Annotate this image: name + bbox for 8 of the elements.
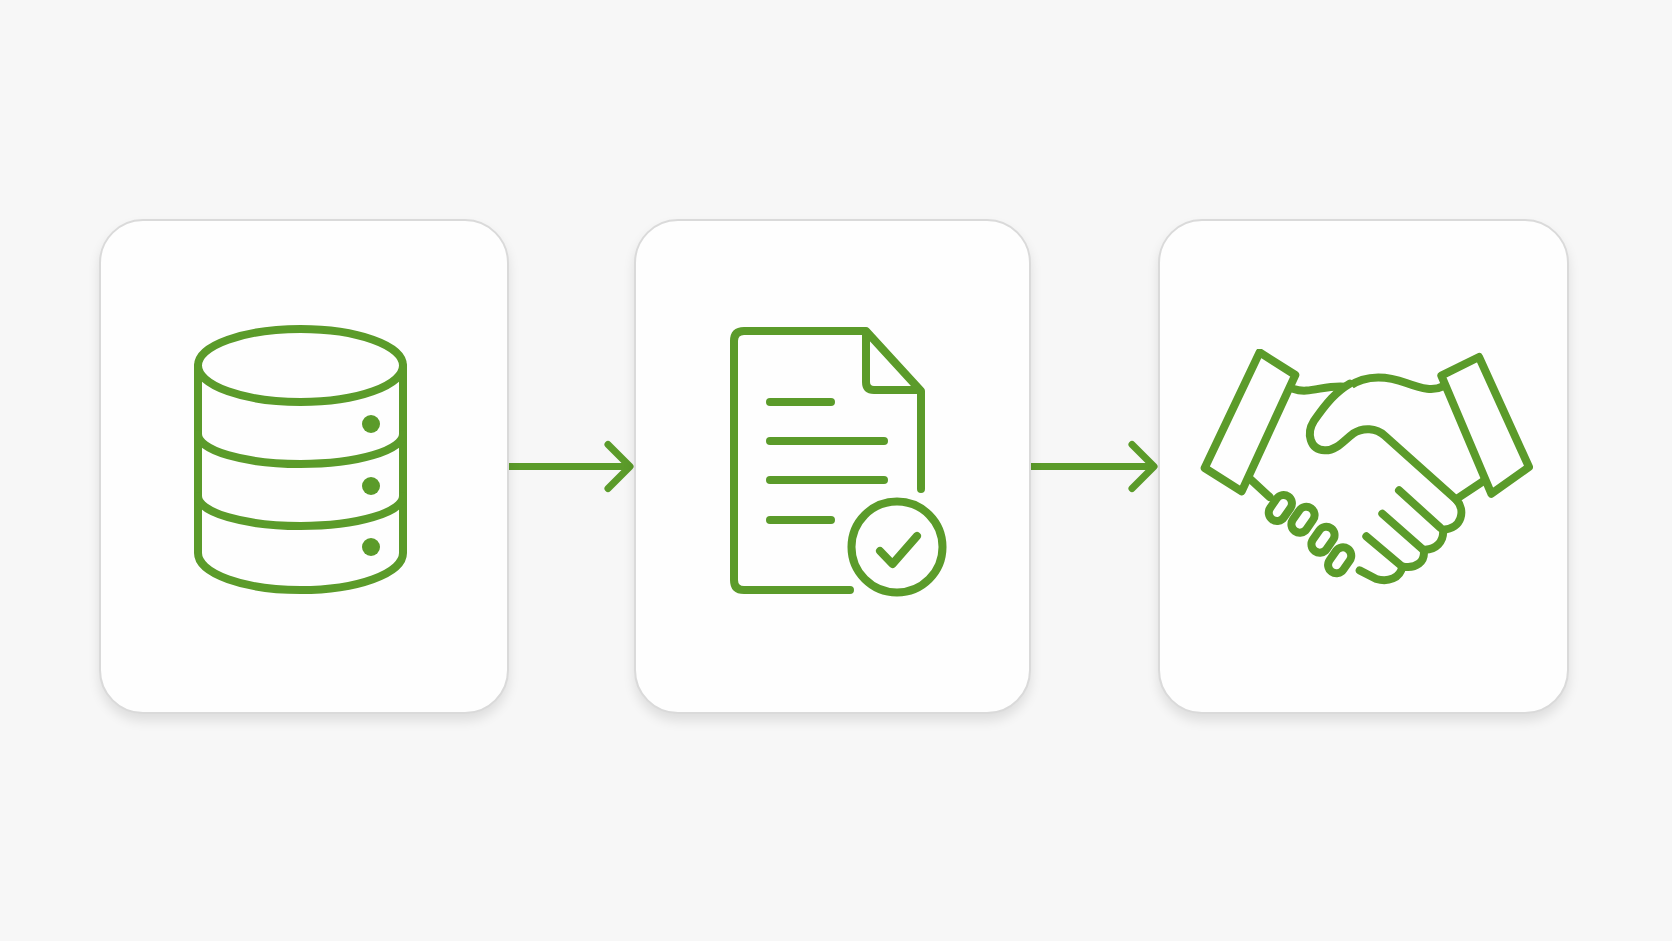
step-card — [99, 219, 509, 714]
arrow — [509, 441, 634, 492]
database-icon — [193, 324, 408, 595]
step-card — [1158, 219, 1569, 714]
step-card — [634, 219, 1031, 714]
handshake-icon — [1199, 349, 1535, 587]
document-check-icon — [727, 324, 949, 599]
arrow — [1031, 441, 1158, 492]
